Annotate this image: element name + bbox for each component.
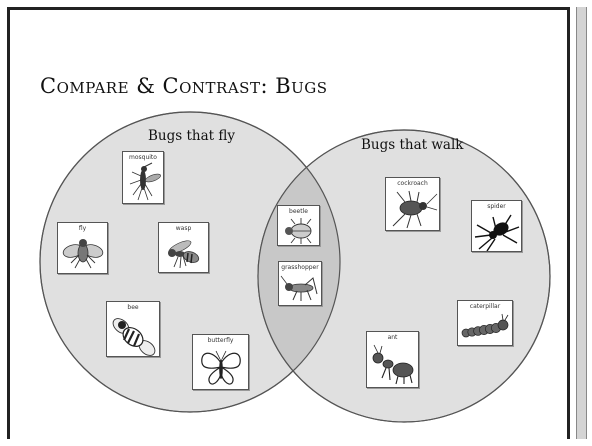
- bug-card-grasshopper[interactable]: grasshopper: [278, 261, 322, 306]
- wasp-icon: [167, 240, 199, 269]
- cockroach-icon: [392, 190, 437, 229]
- bug-card-fly[interactable]: fly: [57, 222, 108, 274]
- grasshopper-icon: [280, 275, 318, 301]
- page-frame-top: [7, 7, 569, 10]
- bug-label-wasp: wasp: [175, 225, 192, 232]
- beetle-icon: [284, 218, 311, 244]
- bug-label-bee: bee: [127, 304, 139, 311]
- bug-card-cockroach[interactable]: cockroach: [385, 177, 440, 231]
- page-frame-left: [7, 7, 10, 439]
- bug-card-caterpillar[interactable]: caterpillar: [457, 300, 513, 346]
- bug-label-ant: ant: [387, 334, 398, 341]
- bug-card-beetle[interactable]: beetle: [277, 205, 320, 246]
- bug-label-butterfly: butterfly: [207, 337, 234, 344]
- bug-label-mosquito: mosquito: [129, 154, 157, 161]
- bug-card-mosquito[interactable]: mosquito: [122, 151, 164, 204]
- bug-label-caterpillar: caterpillar: [469, 303, 501, 310]
- page-frame-right: [567, 7, 570, 439]
- bug-label-spider: spider: [487, 203, 506, 210]
- ant-icon: [372, 344, 413, 385]
- label-bugs-that-fly: Bugs that fly: [148, 128, 235, 144]
- fly-icon: [62, 239, 103, 269]
- page-title: Compare & Contrast: Bugs: [40, 74, 328, 98]
- bug-label-beetle: beetle: [289, 208, 308, 215]
- scrollbar[interactable]: [576, 7, 587, 439]
- bug-card-wasp[interactable]: wasp: [158, 222, 209, 273]
- butterfly-icon: [200, 350, 241, 385]
- bug-label-fly: fly: [78, 225, 87, 232]
- label-bugs-that-walk: Bugs that walk: [361, 137, 464, 153]
- bug-card-butterfly[interactable]: butterfly: [192, 334, 249, 390]
- bug-card-bee[interactable]: bee: [106, 301, 160, 357]
- bug-label-grasshopper: grasshopper: [281, 264, 319, 271]
- bug-card-spider[interactable]: spider: [471, 200, 522, 252]
- bee-icon: [112, 318, 156, 356]
- bug-label-cockroach: cockroach: [397, 180, 428, 187]
- caterpillar-icon: [461, 313, 509, 338]
- spider-icon: [474, 214, 519, 251]
- bug-card-ant[interactable]: ant: [366, 331, 419, 388]
- mosquito-icon: [129, 162, 161, 201]
